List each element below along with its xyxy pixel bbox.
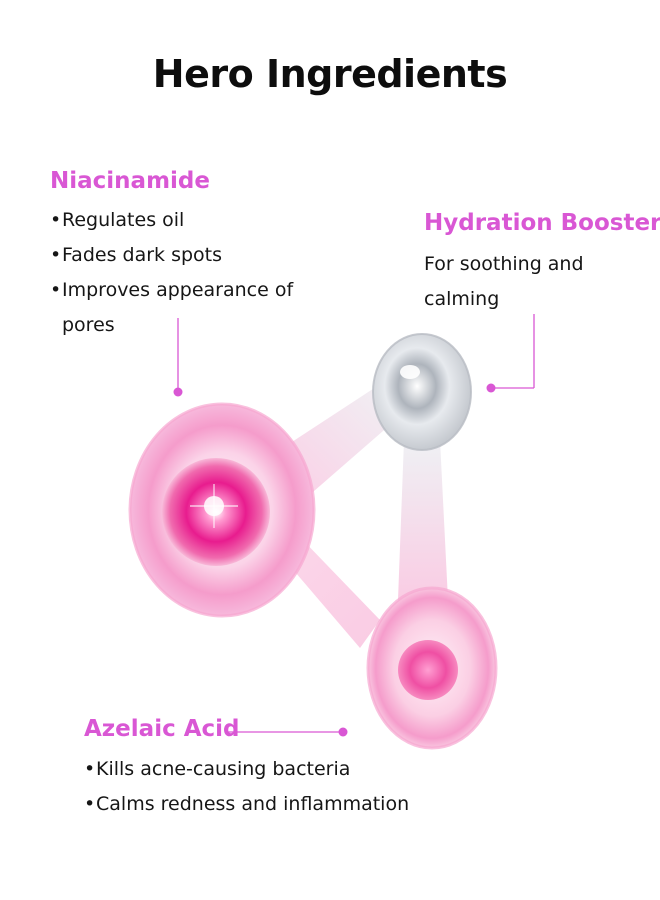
azelaic-acid-heading: Azelaic Acid xyxy=(84,716,240,742)
azelaic-sphere xyxy=(366,586,498,750)
list-item: Regulates oil xyxy=(50,203,320,238)
niacinamide-heading: Niacinamide xyxy=(50,168,210,194)
connector-hydration xyxy=(486,314,535,393)
list-item: Fades dark spots xyxy=(50,238,320,273)
hydration-boosters-heading: Hydration Boosters xyxy=(424,210,660,236)
connector-azelaic xyxy=(228,727,348,737)
page-title: Hero Ingredients xyxy=(152,52,508,96)
list-item: Kills acne-causing bacteria xyxy=(84,752,424,787)
niacinamide-benefits-list: Regulates oil Fades dark spots Improves … xyxy=(50,203,320,343)
bond-silver-to-small xyxy=(398,440,448,600)
list-item: Improves appearance of pores xyxy=(50,273,320,343)
list-item: Calms redness and inflammation xyxy=(84,787,424,822)
azelaic-acid-benefits-list: Kills acne-causing bacteria Calms rednes… xyxy=(84,752,424,822)
hydration-boosters-description: For soothing and calming xyxy=(424,253,584,310)
hydration-sphere xyxy=(372,333,472,451)
niacinamide-sphere xyxy=(128,402,316,618)
